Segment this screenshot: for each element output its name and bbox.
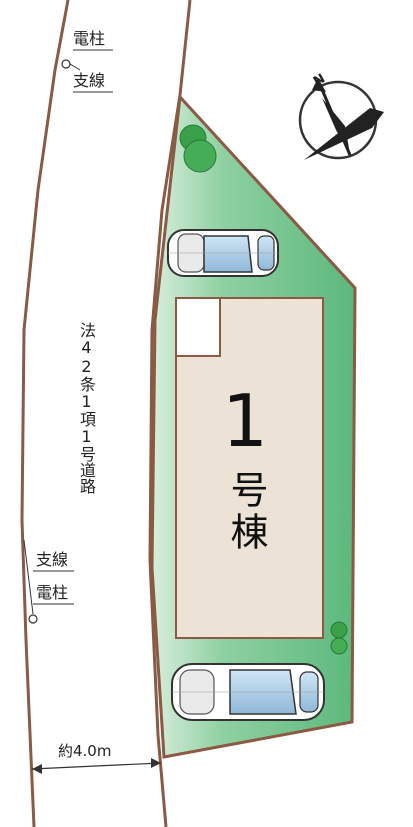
- pole-label-top: 電柱: [73, 29, 106, 48]
- road-width-label: 約4.0m: [58, 742, 112, 760]
- road-edge-left: [20, 0, 70, 827]
- stay-label-top: 支線: [73, 71, 106, 90]
- compass-icon: [298, 78, 384, 160]
- lot-name: 号棟: [224, 470, 268, 554]
- lot-number: 1: [222, 379, 268, 463]
- pole-label-bottom: 電柱: [36, 583, 69, 602]
- tree-top: [179, 124, 217, 173]
- tree-right: [330, 621, 348, 655]
- stay-label-bottom: 支線: [36, 550, 69, 569]
- utility-top-symbols: [61, 49, 113, 93]
- road-width-dimension: [31, 758, 162, 774]
- car-top: [167, 229, 279, 277]
- car-bottom: [171, 663, 325, 721]
- road-type-label: 法42条1項1号道路: [77, 322, 96, 494]
- utility-bottom-symbols: [23, 539, 74, 624]
- building-notch: [175, 297, 221, 357]
